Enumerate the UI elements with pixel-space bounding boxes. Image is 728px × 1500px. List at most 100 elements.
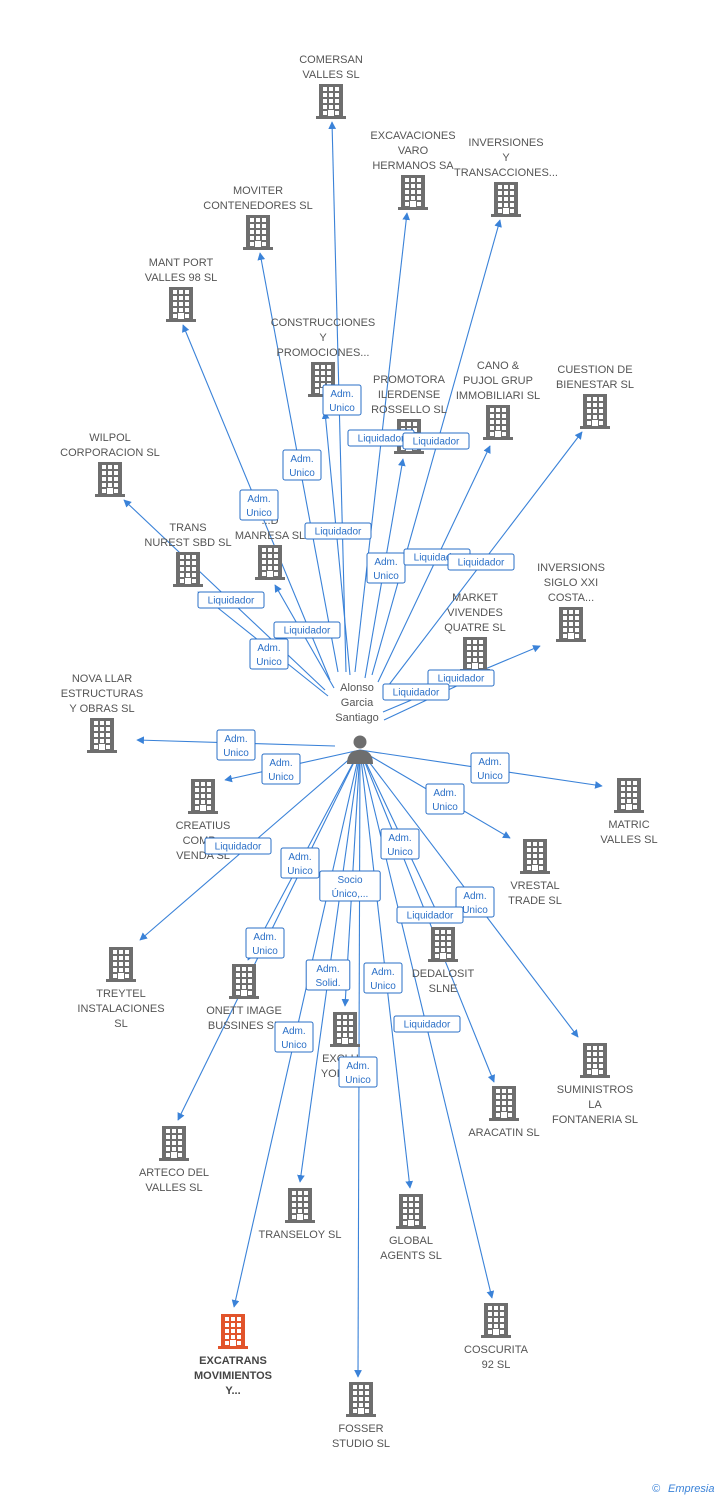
relation-label-creatius[interactable]: Adm.Unico (261, 753, 301, 785)
brand-logo[interactable]: Empresia (668, 1483, 714, 1495)
company-label-line: DEDALOSIT (412, 968, 475, 980)
relation-label-market-vivendes[interactable]: Liquidador (382, 683, 450, 701)
company-node-transeloy[interactable]: TRANSELOY SL (259, 1188, 342, 1241)
building-icon (428, 927, 458, 962)
building-icon (218, 1314, 248, 1349)
building-icon (243, 215, 273, 250)
relation-label-text: Liquidador (358, 434, 405, 445)
relation-label-treytel[interactable]: Liquidador (204, 837, 272, 855)
company-label-line: VALLES SL (145, 1182, 202, 1194)
relation-label-wilpol[interactable]: Liquidador (197, 591, 265, 609)
company-label-line: CONSTRUCCIONES (271, 317, 376, 329)
company-label-line: WILPOL (89, 432, 131, 444)
relation-label-cuestion[interactable]: Liquidador (447, 553, 515, 571)
relation-label-suministros[interactable]: Adm.Unico (455, 886, 495, 918)
relation-label-text: Liquidador (215, 842, 262, 853)
relation-label-excatrans[interactable]: Adm.Solid. (305, 959, 351, 991)
company-label-line: ILERDENSE (378, 389, 440, 401)
building-icon (580, 394, 610, 429)
building-icon (87, 718, 117, 753)
relation-label-onett[interactable]: Liquidador (396, 906, 464, 924)
company-label-line: SLNE (429, 983, 458, 995)
company-node-excatrans[interactable]: EXCATRANSMOVIMIENTOSY... (194, 1314, 272, 1397)
company-label-line: MOVITER (233, 185, 283, 197)
relation-label-text: Socio (337, 875, 362, 886)
relation-label-text: Unico (252, 946, 278, 957)
relation-label-mant-port[interactable]: Adm.Unico (239, 489, 279, 521)
company-node-aracatin[interactable]: ARACATIN SL (468, 1086, 540, 1139)
relation-label-aracatin[interactable]: Liquidador (393, 1015, 461, 1033)
company-label-line: PUJOL GRUP (463, 375, 533, 387)
relation-label-moviter[interactable]: Adm.Unico (282, 449, 322, 481)
relation-label-text: Unico (329, 403, 355, 414)
company-label-line: NUREST SBD SL (144, 537, 231, 549)
relation-label-text: Unico (477, 771, 503, 782)
company-node-inversiones-transacciones[interactable]: INVERSIONESYTRANSACCIONES... (454, 137, 558, 217)
company-label-line: FONTANERIA SL (552, 1114, 638, 1126)
relation-label-promotora[interactable]: Liquidador (347, 429, 415, 447)
relation-label-nova-llar[interactable]: Adm.Unico (216, 729, 256, 761)
company-label-line: PROMOTORA (373, 374, 446, 386)
relation-label-transeloy[interactable]: Adm.Unico (280, 847, 320, 879)
relation-label-trans-nurest[interactable]: Liquidador (273, 621, 341, 639)
relation-label-global-agents[interactable]: Adm.Unico (363, 962, 403, 994)
relation-label-arteco[interactable]: Adm. Unico (245, 927, 285, 959)
company-label-line: INVERSIONS (537, 562, 605, 574)
relation-label-text: Adm. (247, 494, 270, 505)
relation-label-exclu-yorda[interactable]: SocioÚnico,... (319, 870, 381, 902)
relation-label-manresa[interactable]: Liquidador (304, 522, 372, 540)
relation-label-dedalosit[interactable]: Adm.Unico (380, 828, 420, 860)
relation-label-text: Unico (373, 571, 399, 582)
relation-label-text: Adm. (316, 964, 339, 975)
relation-label-text: Adm. (282, 1026, 305, 1037)
company-label-line: SIGLO XXI (544, 577, 598, 589)
building-icon (188, 779, 218, 814)
company-label-line: VALLES SL (302, 69, 359, 81)
relation-label-construcciones[interactable]: Adm.Unico (322, 384, 362, 416)
relation-label-comersan[interactable]: Adm.Unico (249, 638, 289, 670)
relation-label-inversions-siglo[interactable]: Liquidador (427, 669, 495, 687)
relation-label-matric[interactable]: Adm.Unico (470, 752, 510, 784)
relation-label-text: Liquidador (284, 626, 331, 637)
building-icon (229, 964, 259, 999)
relation-label-fosser[interactable]: Adm.Unico (274, 1021, 314, 1053)
relation-label-text: Adm. (269, 758, 292, 769)
relation-label-vrestal[interactable]: Adm.Unico (425, 783, 465, 815)
building-icon (614, 778, 644, 813)
relation-label-cano-pujol[interactable]: Liquidador (402, 432, 470, 450)
relation-label-text: Adm. (374, 557, 397, 568)
company-label-line: CORPORACION SL (60, 447, 160, 459)
relation-label-excavaciones-varo[interactable]: Adm. Unico (366, 552, 406, 584)
company-node-wilpol[interactable]: WILPOL CORPORACION SL (60, 432, 160, 497)
relation-label-coscurita[interactable]: Adm.Unico (338, 1056, 378, 1088)
building-icon (95, 462, 125, 497)
relation-label-text: Adm. (253, 932, 276, 943)
company-node-dedalosit[interactable]: DEDALOSIT SLNE (412, 927, 475, 995)
building-icon (255, 545, 285, 580)
